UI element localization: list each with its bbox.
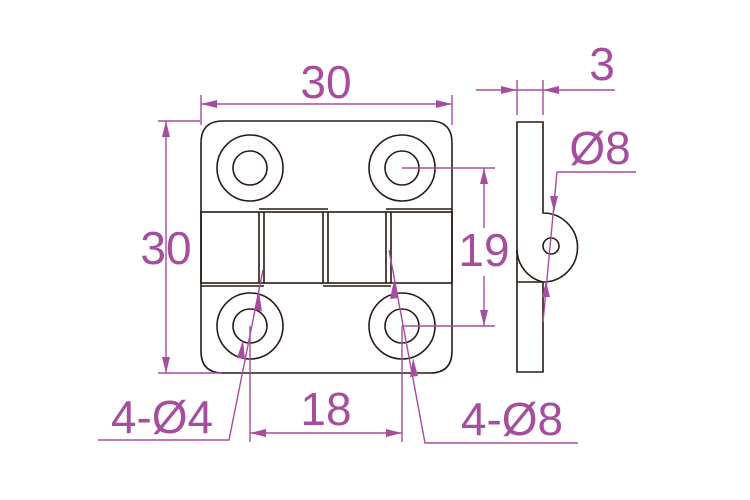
dimension-lines [98, 80, 636, 444]
knuckle-diameter-label: Ø8 [569, 122, 630, 174]
knuckle-band [200, 211, 453, 284]
small-holes-label: 4-Ø4 [111, 391, 213, 443]
vertical-spacing-label: 19 [458, 224, 509, 276]
height-label: 30 [140, 222, 191, 274]
side-view [516, 121, 579, 373]
plate-outline [200, 120, 453, 374]
horizontal-spacing-label: 18 [300, 383, 351, 435]
thickness-label: 3 [589, 38, 615, 90]
width-label: 30 [300, 56, 351, 108]
knuckle-dividers [201, 208, 452, 287]
counterbores-label: 4-Ø8 [461, 393, 563, 445]
front-view [200, 120, 453, 374]
